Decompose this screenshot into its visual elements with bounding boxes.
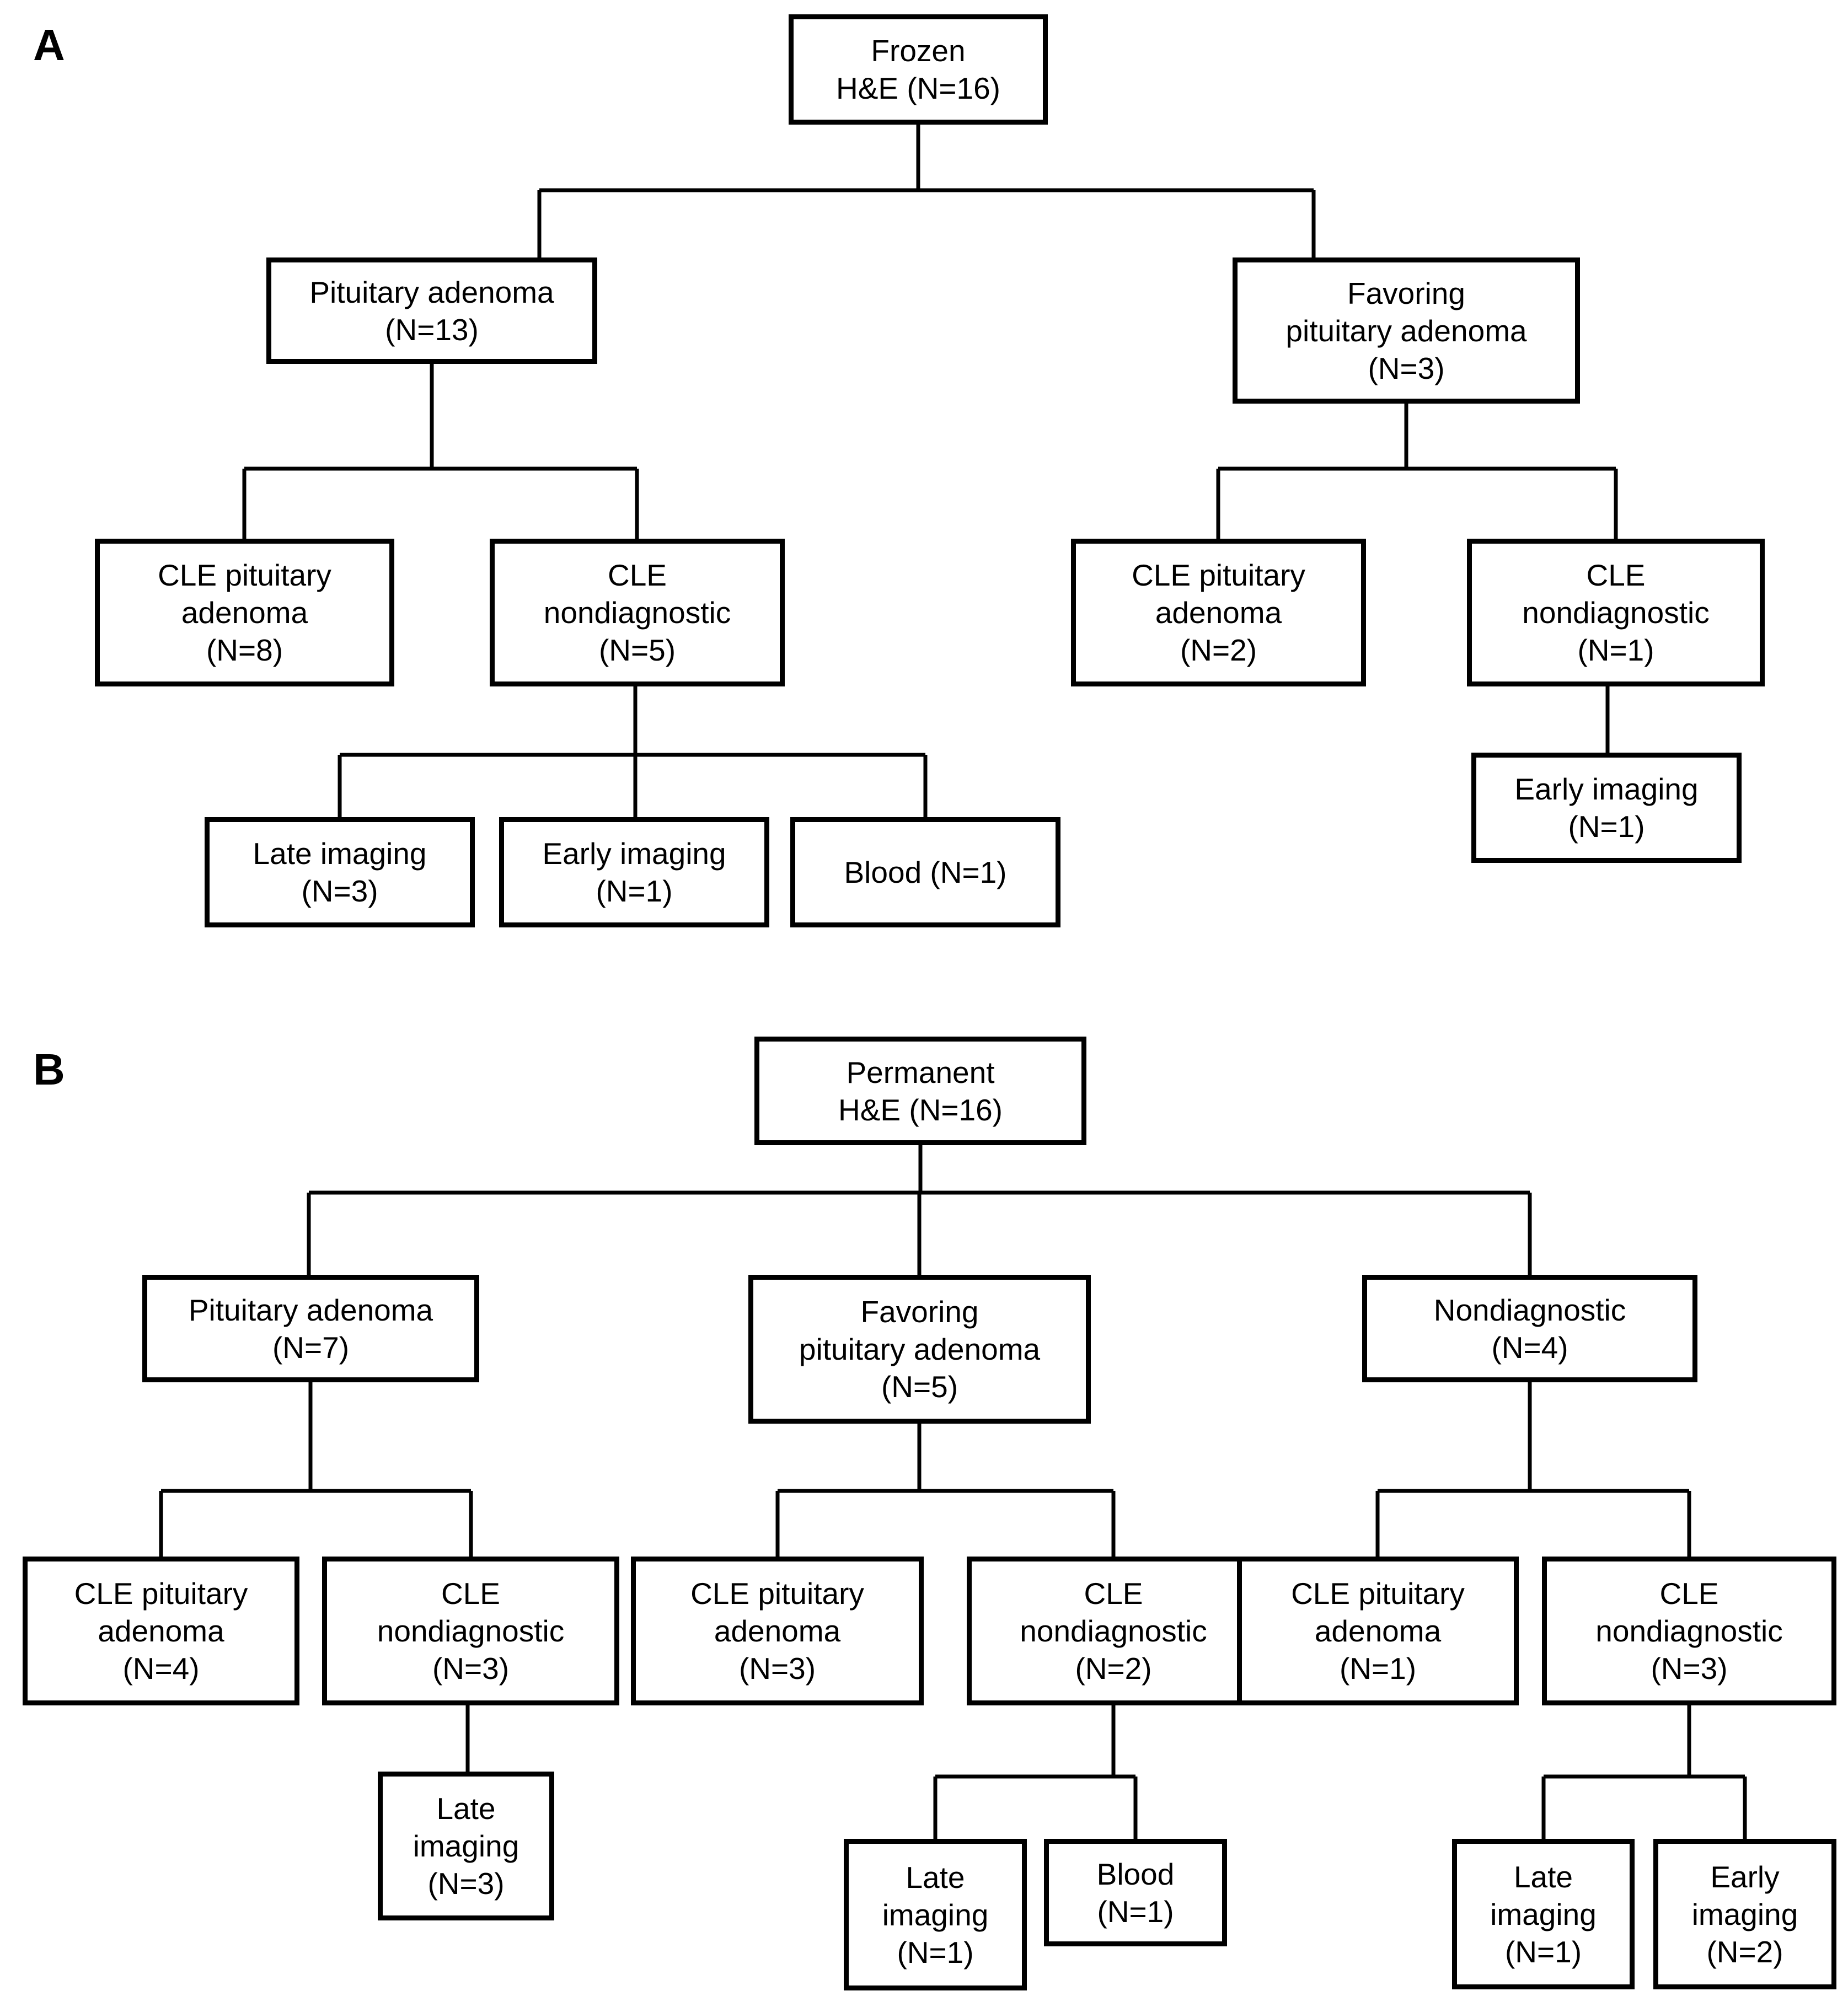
node-text-line: CLE pituitary [1132, 558, 1305, 592]
node-text-line: (N=1) [1577, 633, 1654, 667]
node-text-line: Nondiagnostic [1433, 1292, 1626, 1327]
node-text-line: (N=3) [427, 1866, 505, 1901]
node-text-line: (N=1) [1339, 1651, 1417, 1686]
node-a-early-imaging-1: Early imaging(N=1) [499, 817, 769, 927]
node-text-line: (N=13) [385, 312, 479, 347]
node-text-line: (N=4) [1491, 1330, 1568, 1365]
node-a-blood-1: Blood (N=1) [790, 817, 1060, 927]
node-a-late-imaging-3: Late imaging(N=3) [205, 817, 475, 927]
node-text-line: CLE pituitary [74, 1576, 248, 1611]
node-text-line: (N=3) [301, 874, 378, 908]
panel-b-label: B [33, 1045, 65, 1094]
node-text-line: nondiagnostic [543, 595, 731, 630]
node-text-line: (N=8) [206, 633, 283, 667]
node-text-line: adenoma [98, 1614, 224, 1648]
node-text-line: (N=2) [1180, 633, 1257, 667]
node-text-line: Pituitary adenoma [309, 275, 554, 309]
node-text-line: CLE [608, 558, 667, 592]
node-text-line: nondiagnostic [377, 1614, 565, 1648]
node-text-line: CLE pituitary [158, 558, 331, 592]
node-text-line: Late [436, 1791, 496, 1826]
node-text-line: Permanent [846, 1055, 995, 1090]
node-text-line: (N=1) [596, 874, 673, 908]
node-text-line: imaging [1490, 1897, 1597, 1931]
node-text-line: CLE [1586, 558, 1646, 592]
node-text-line: CLE [441, 1576, 500, 1611]
node-text-line: Favoring [1347, 276, 1465, 310]
node-text-line: (N=1) [1568, 809, 1645, 844]
node-text-line: (N=1) [1504, 1934, 1582, 1969]
node-text-line: adenoma [1155, 595, 1282, 630]
node-a-early-imaging-1b: Early imaging(N=1) [1471, 753, 1742, 863]
node-b-blood-1: Blood(N=1) [1044, 1839, 1227, 1946]
node-text-line: Blood (N=1) [844, 855, 1007, 889]
node-text-line: adenoma [1314, 1614, 1442, 1648]
node-text-line: imaging [882, 1897, 989, 1932]
node-text-line: Frozen [871, 34, 966, 68]
node-text-line: Late imaging [253, 836, 427, 871]
node-text-line: (N=2) [1075, 1651, 1152, 1686]
node-text-line: Early imaging [542, 836, 726, 871]
node-text-line: (N=5) [598, 633, 676, 667]
node-text-line: (N=3) [432, 1651, 510, 1686]
node-text-line: pituitary adenoma [1285, 313, 1527, 348]
node-text-line: (N=5) [881, 1370, 958, 1404]
panel-a-label: A [33, 20, 65, 69]
node-text-line: (N=3) [1368, 351, 1445, 385]
node-text-line: CLE pituitary [1291, 1576, 1465, 1611]
node-text-line: pituitary adenoma [799, 1332, 1041, 1366]
node-text-line: (N=3) [1651, 1651, 1728, 1686]
node-text-line: H&E (N=16) [838, 1092, 1003, 1127]
node-text-line: Late [1513, 1859, 1573, 1894]
node-b-pituitary-adenoma-7: Pituitary adenoma(N=7) [142, 1275, 479, 1382]
node-text-line: nondiagnostic [1595, 1614, 1783, 1648]
node-text-line: CLE [1659, 1576, 1719, 1611]
node-text-line: H&E (N=16) [835, 71, 1000, 105]
node-text-line: (N=1) [1097, 1894, 1174, 1929]
node-text-line: (N=2) [1706, 1934, 1783, 1969]
node-text-line: Pituitary adenoma [188, 1292, 433, 1327]
node-text-line: nondiagnostic [1020, 1614, 1207, 1648]
node-b-nondiagnostic-4: Nondiagnostic(N=4) [1362, 1275, 1697, 1382]
node-text-line: Early imaging [1514, 772, 1699, 806]
node-text-line: Late [906, 1860, 965, 1895]
node-text-line: adenoma [714, 1614, 841, 1648]
node-a-pituitary-adenoma-13: Pituitary adenoma(N=13) [266, 257, 597, 364]
node-text-line: CLE pituitary [690, 1576, 864, 1611]
node-text-line: imaging [413, 1829, 519, 1863]
node-text-line: (N=1) [897, 1935, 974, 1970]
node-text-line: adenoma [181, 595, 308, 630]
node-text-line: Blood [1096, 1856, 1175, 1891]
node-text-line: CLE [1084, 1576, 1143, 1611]
node-text-line: (N=7) [272, 1330, 350, 1365]
node-text-line: Early [1710, 1859, 1780, 1894]
node-text-line: (N=3) [738, 1651, 816, 1686]
node-text-line: Favoring [860, 1295, 979, 1329]
node-text-line: nondiagnostic [1522, 595, 1710, 630]
node-text-line: imaging [1691, 1897, 1798, 1931]
node-text-line: (N=4) [122, 1651, 200, 1686]
